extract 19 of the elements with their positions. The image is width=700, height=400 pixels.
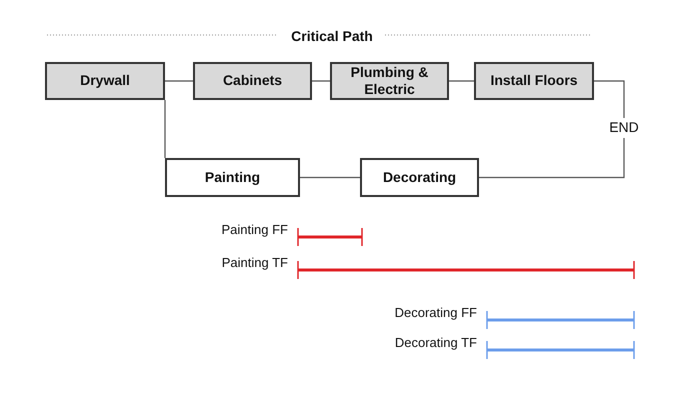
title: Critical Path [290,27,374,46]
task-box: Plumbing & Electric [330,62,449,100]
task-box: Cabinets [193,62,312,100]
task-box: Painting [165,158,300,197]
end-label: END [606,118,642,138]
float-label: Decorating FF [394,304,477,322]
connector-line [449,80,474,82]
connector-line [164,100,166,158]
float-label: Painting FF [220,221,288,239]
task-box: Drywall [45,62,165,100]
task-box: Decorating [360,158,479,197]
connector-line [165,80,193,82]
float-label: Painting TF [220,254,288,272]
task-box: Install Floors [474,62,594,100]
connector-line [300,176,360,178]
connector-line [594,80,625,118]
float-label: Decorating TF [394,334,477,352]
connector-line [312,80,330,82]
connector-line [479,138,625,178]
